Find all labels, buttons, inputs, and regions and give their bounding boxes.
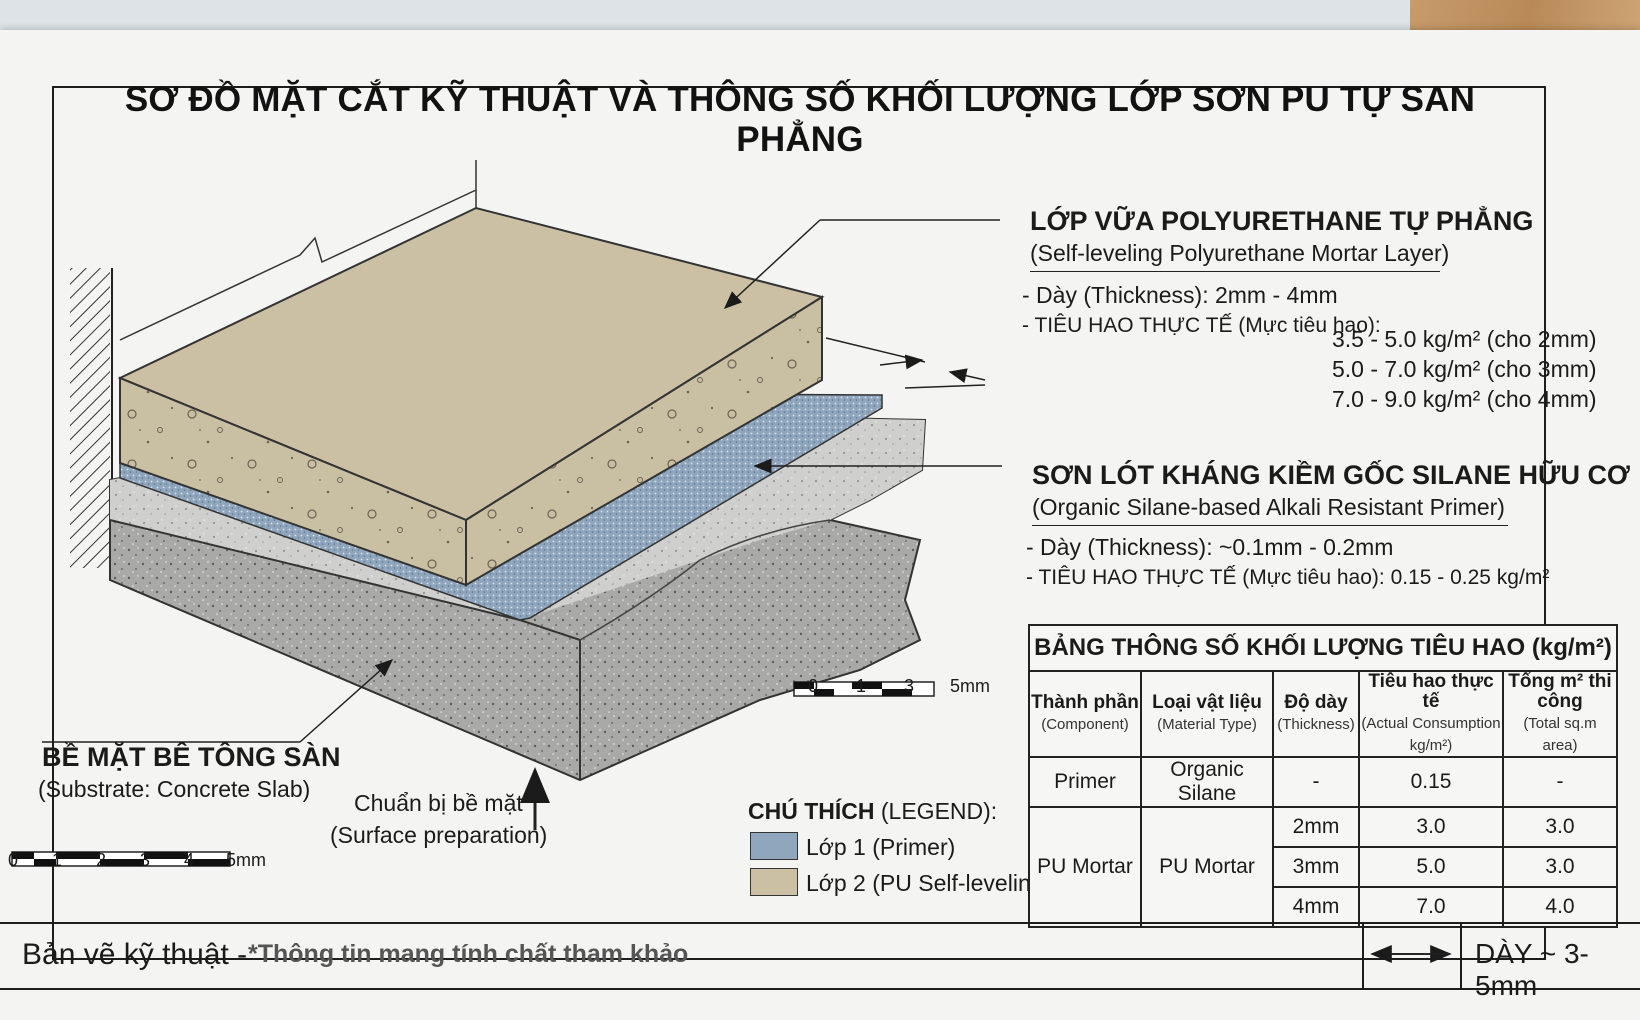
table-cell: 4mm	[1272, 886, 1360, 928]
surface-prep-label-en: (Surface preparation)	[330, 822, 548, 848]
table-cell: 2mm	[1272, 806, 1360, 848]
substrate-subtitle: (Substrate: Concrete Slab)	[38, 776, 311, 802]
scale-bottom-label: 5mm	[226, 850, 266, 870]
table-cell: Organic Silane	[1140, 756, 1274, 808]
pu-layer-thickness: - Dày (Thickness): 2mm - 4mm	[1022, 282, 1338, 308]
pu-consumption-4mm: 7.0 - 9.0 kg/m² (cho 4mm)	[1332, 386, 1597, 412]
table-cell: PU Mortar	[1140, 806, 1274, 928]
footer-title-block: Bản vẽ kỹ thuật - *Thông tin mang tính c…	[0, 922, 1640, 1001]
scale-small-label: 0	[808, 676, 819, 696]
legend-swatch-pu	[750, 868, 798, 896]
footer-divider	[1362, 924, 1364, 988]
drawing-title: SƠ ĐỒ MẶT CẮT KỸ THUẬT VÀ THÔNG SỐ KHỐI …	[124, 80, 1476, 159]
scale-small-label: 3	[904, 676, 915, 696]
table-cell: 5.0	[1358, 846, 1504, 888]
table-header: Tổng m² thi công(Total sq.m area)	[1502, 670, 1618, 758]
table-row: Primer Organic Silane - 0.15 -	[1028, 756, 1618, 808]
table-caption: BẢNG THÔNG SỐ KHỐI LƯỢNG TIÊU HAO (kg/m²…	[1028, 624, 1618, 672]
primer-layer-consumption: - TIÊU HAO THỰC TẾ (Mực tiêu hao): 0.15 …	[1026, 566, 1550, 589]
pu-layer-title: LỚP VỮA POLYURETHANE TỰ PHẲNG	[1030, 206, 1534, 236]
table-cell: PU Mortar	[1028, 806, 1142, 928]
table-row: 4mm 7.0 4.0	[1029, 886, 1618, 928]
legend-swatch-primer	[750, 832, 798, 860]
table-cell: 0.15	[1358, 756, 1504, 808]
surface-prep-label: Chuẩn bị bề mặt	[354, 790, 523, 816]
legend-item-primer: Lớp 1 (Primer)	[806, 834, 956, 860]
wall-hatch	[70, 268, 110, 568]
pu-mortar-side	[465, 295, 823, 587]
table-cell: -	[1502, 756, 1618, 808]
footer-note: *Thông tin mang tính chất tham khảo	[248, 940, 689, 968]
table-row: PU Mortar PU Mortar 2mm 3.0 3.0	[1028, 806, 1618, 928]
table-cell: 4.0	[1502, 886, 1618, 928]
footer-divider	[1460, 924, 1462, 988]
scale-bottom-label: 3	[140, 850, 151, 870]
substrate-title: BỀ MẶT BÊ TÔNG SÀN	[42, 742, 341, 772]
consumption-table: BẢNG THÔNG SỐ KHỐI LƯỢNG TIÊU HAO (kg/m²…	[1028, 624, 1618, 928]
table-header: Thành phần(Component)	[1028, 670, 1142, 758]
scale-small-label: 5mm	[950, 676, 990, 696]
scale-small-label: 1	[856, 676, 867, 696]
table-header-row: Thành phần(Component) Loại vật liệu(Mate…	[1028, 670, 1618, 758]
table-header: Độ dày(Thickness)	[1272, 670, 1360, 758]
table-cell: 3.0	[1358, 806, 1504, 848]
table-row: 3mm 5.0 3.0	[1029, 846, 1618, 888]
table-cell: 3mm	[1272, 846, 1360, 888]
table-header: Tiêu hao thực tế(Actual Consumption kg/m…	[1358, 670, 1504, 758]
table-header: Loại vật liệu(Material Type)	[1140, 670, 1274, 758]
scale-bar-small	[793, 681, 935, 697]
footer-thickness: DÀY ~ 3-5mm	[1475, 938, 1589, 1001]
primer-layer-title: SƠN LÓT KHÁNG KIỀM GỐC SILANE HỮU CƠ	[1032, 460, 1630, 490]
legend-title: CHÚ THÍCH (LEGEND):	[748, 798, 998, 824]
scale-bottom-label: 4	[184, 850, 195, 870]
scale-bottom-label: 1	[52, 850, 63, 870]
table-cell: -	[1272, 756, 1360, 808]
scale-bottom-label: 0	[8, 850, 19, 870]
pu-layer-subtitle: (Self-leveling Polyurethane Mortar Layer…	[1030, 240, 1449, 272]
pu-consumption-3mm: 5.0 - 7.0 kg/m² (cho 3mm)	[1332, 356, 1597, 382]
primer-layer-thickness: - Dày (Thickness): ~0.1mm - 0.2mm	[1026, 534, 1394, 560]
pu-layer-consumption-label: - TIÊU HAO THỰC TẾ (Mực tiêu hao):	[1022, 314, 1381, 337]
pu-consumption-2mm: 3.5 - 5.0 kg/m² (cho 2mm)	[1332, 326, 1597, 352]
table-cell: 7.0	[1358, 886, 1504, 928]
table-cell: 3.0	[1502, 806, 1618, 848]
footer-label: Bản vẽ kỹ thuật -	[22, 938, 248, 971]
drawing-frame	[52, 86, 1546, 960]
primer-layer-subtitle: (Organic Silane-based Alkali Resistant P…	[1032, 494, 1508, 526]
scale-bottom-label: 2	[96, 850, 107, 870]
legend-item-pu: Lớp 2 (PU Self-leveling)	[806, 870, 1052, 896]
table-cell: Primer	[1028, 756, 1142, 808]
table-cell: 3.0	[1502, 846, 1618, 888]
scale-bar-bottom	[11, 851, 231, 867]
